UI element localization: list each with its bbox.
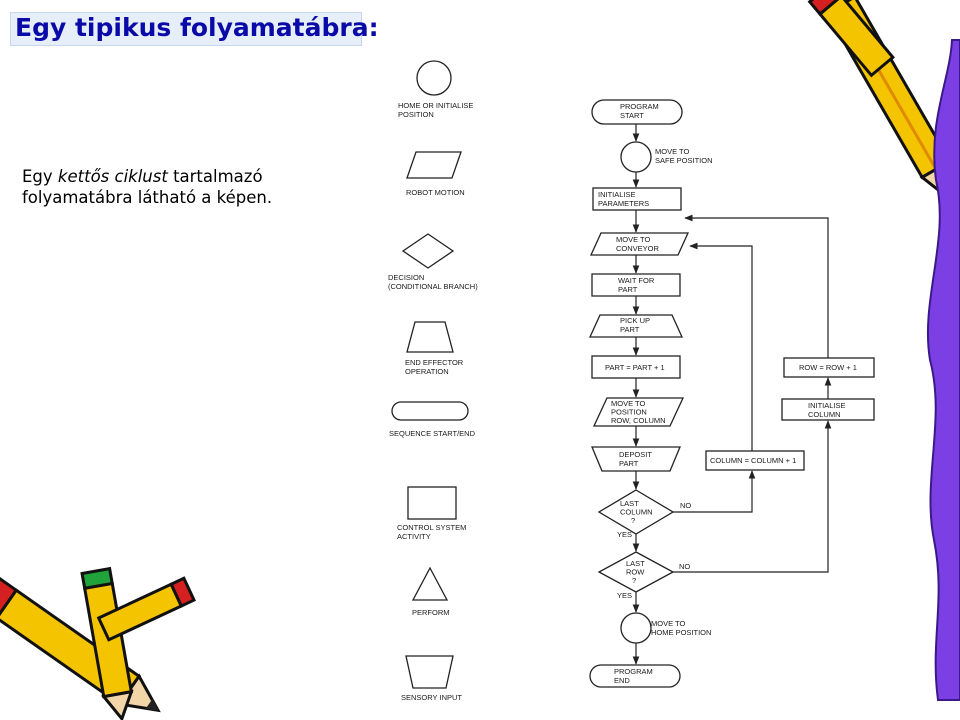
legend-label: ACTIVITY: [397, 532, 431, 541]
legend-rounded-rectangle-icon: [391, 401, 469, 421]
legend-label: POSITION: [398, 110, 434, 119]
column-increment-node: [705, 450, 805, 471]
flow-node-label: HOME POSITION: [651, 628, 711, 637]
flow-node-label: ROW = ROW + 1: [799, 363, 857, 372]
flow-node-label: COLUMN: [620, 508, 653, 517]
initialise-parameters-node: [592, 187, 682, 211]
flow-node-label: ?: [632, 576, 636, 585]
flow-node-label: LAST: [626, 559, 645, 568]
row-increment-node: [783, 357, 875, 378]
move-position-node: [592, 397, 685, 427]
description-text-post: tartalmazó: [167, 167, 263, 186]
wait-part-node: [591, 273, 681, 297]
move-home-node: [620, 612, 652, 644]
flow-node-label: MOVE TO: [651, 619, 685, 628]
no-label: NO: [679, 562, 690, 571]
legend-label: OPERATION: [405, 367, 449, 376]
legend-label: DECISION: [388, 273, 424, 282]
flow-node-label: PART: [620, 325, 640, 334]
no-label: NO: [680, 501, 691, 510]
move-safe-node: [620, 141, 652, 173]
legend-label: HOME OR INITIALISE: [398, 101, 473, 110]
pencil-clipart-bottom-left: [0, 566, 197, 720]
legend-parallelogram-icon: [406, 151, 462, 179]
slide-title: Egy tipikus folyamatábra:: [15, 13, 379, 42]
description-line-2: folyamatábra látható a képen.: [22, 188, 273, 207]
flow-node-label: SAFE POSITION: [655, 156, 713, 165]
flow-node-label: PARAMETERS: [598, 199, 649, 208]
legend-home-position: [416, 60, 452, 96]
flow-node-label: WAIT FOR: [618, 276, 655, 285]
flow-node-label: PROGRAM: [614, 667, 653, 676]
flow-node-label: MOVE TO: [655, 147, 689, 156]
move-conveyor-node: [589, 232, 690, 256]
program-start-node: [591, 99, 683, 125]
flow-node-label: DEPOSIT: [619, 450, 652, 459]
description-line-1: Egy kettős ciklust tartalmazó: [22, 166, 272, 187]
flow-node-label: END: [614, 676, 630, 685]
deposit-part-node: [591, 446, 681, 472]
legend-label: ROBOT MOTION: [406, 188, 465, 197]
svg-text:DECISION(CONDITIONAL BRANCH): DECISION(CONDITIONAL BRANCH): [388, 273, 478, 291]
legend-inverted-trapezoid-icon: [405, 655, 454, 689]
description-emphasis: kettős ciklust: [57, 167, 168, 186]
description-text-pre: Egy: [22, 167, 58, 186]
legend-label: SENSORY INPUT: [401, 693, 462, 702]
legend-label: (CONDITIONAL BRANCH): [388, 282, 478, 291]
legend-label: PERFORM: [412, 608, 450, 617]
yes-label: YES: [617, 591, 632, 600]
flow-node-label: COLUMN = COLUMN + 1: [710, 456, 796, 465]
flow-node-label: ROW, COLUMN: [611, 416, 666, 425]
flow-node-label: ROW: [626, 568, 645, 577]
flow-node-label: START: [620, 111, 644, 120]
flow-node-label: ?: [631, 516, 635, 525]
flow-node-label: PART: [618, 285, 638, 294]
flow-node-label: POSITION: [611, 408, 647, 417]
legend-trapezoid-icon: [406, 321, 454, 353]
flow-node-label: INITIALISE: [598, 190, 636, 199]
flow-node-label: PICK UP: [620, 316, 650, 325]
legend-label: END EFFECTOR: [405, 358, 464, 367]
legend-label: SEQUENCE START/END: [389, 429, 476, 438]
legend-rectangle-icon: [407, 486, 457, 520]
legend-triangle-icon: [411, 566, 449, 601]
program-end-node: [589, 664, 681, 688]
flow-node-label: COLUMN: [808, 410, 841, 419]
pencil-clipart-right-edge: [926, 39, 960, 701]
yes-label: YES: [617, 530, 632, 539]
legend-circle-icon: [416, 60, 452, 96]
flow-node-label: PART: [619, 459, 639, 468]
flow-node-label: LAST: [620, 499, 639, 508]
slide-title-box: Egy tipikus folyamatábra:: [10, 12, 379, 46]
flow-connectors: [632, 124, 832, 665]
legend-label: CONTROL SYSTEM: [397, 523, 466, 532]
pick-part-node: [588, 314, 684, 338]
flow-node-label: MOVE TO: [611, 399, 645, 408]
flow-node-label: PROGRAM: [620, 102, 659, 111]
flow-node-label: CONVEYOR: [616, 244, 660, 253]
flow-node-label: INITIALISE: [808, 401, 846, 410]
flow-node-label: PART = PART + 1: [605, 363, 665, 372]
slide-description: Egy kettős ciklust tartalmazó folyamatáb…: [22, 166, 272, 208]
flow-node-label: MOVE TO: [616, 235, 650, 244]
legend-diamond-icon: [401, 233, 455, 269]
